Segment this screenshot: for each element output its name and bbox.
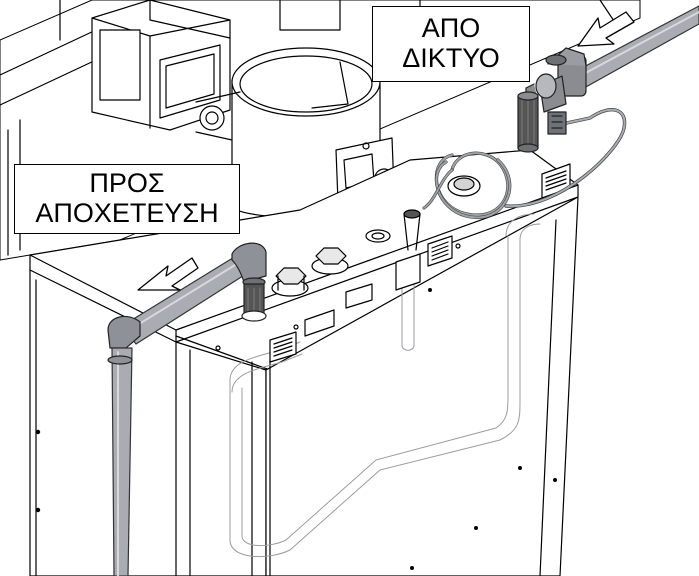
drain-label-line2: ΑΠΟΧΕΤΕΥΣΗ (35, 198, 219, 228)
supply-label-line2: ΔΙΚΤΥΟ (402, 43, 500, 73)
rim-plates (215, 243, 461, 351)
top-plugs (271, 175, 481, 297)
capillary-hose (422, 108, 627, 220)
supply-pipe (517, 5, 699, 153)
thermostat-bulb (447, 175, 481, 197)
drain-pipe (107, 242, 267, 576)
sensor-fitting (403, 209, 421, 251)
drain-label-line1: ΠΡΟΣ (89, 168, 165, 198)
valve-assembly (525, 47, 587, 135)
supply-label-line1: ΑΠΟ (421, 13, 481, 43)
motor-box (91, 0, 231, 131)
vent-grille (269, 331, 297, 363)
flow-arrow-supply (577, 11, 635, 47)
supply-label: ΑΠΟ ΔΙΚΤΥΟ (372, 6, 530, 82)
boiler-left-face (29, 269, 267, 576)
hex-plug (311, 247, 349, 275)
round-port (365, 229, 391, 243)
boiler-right-face (265, 196, 579, 576)
flow-arrow-drain (137, 257, 199, 291)
drain-label: ΠΡΟΣ ΑΠΟΧΕΤΕΥΣΗ (14, 164, 240, 234)
hex-plug (271, 267, 309, 297)
vent-grille (427, 235, 453, 267)
